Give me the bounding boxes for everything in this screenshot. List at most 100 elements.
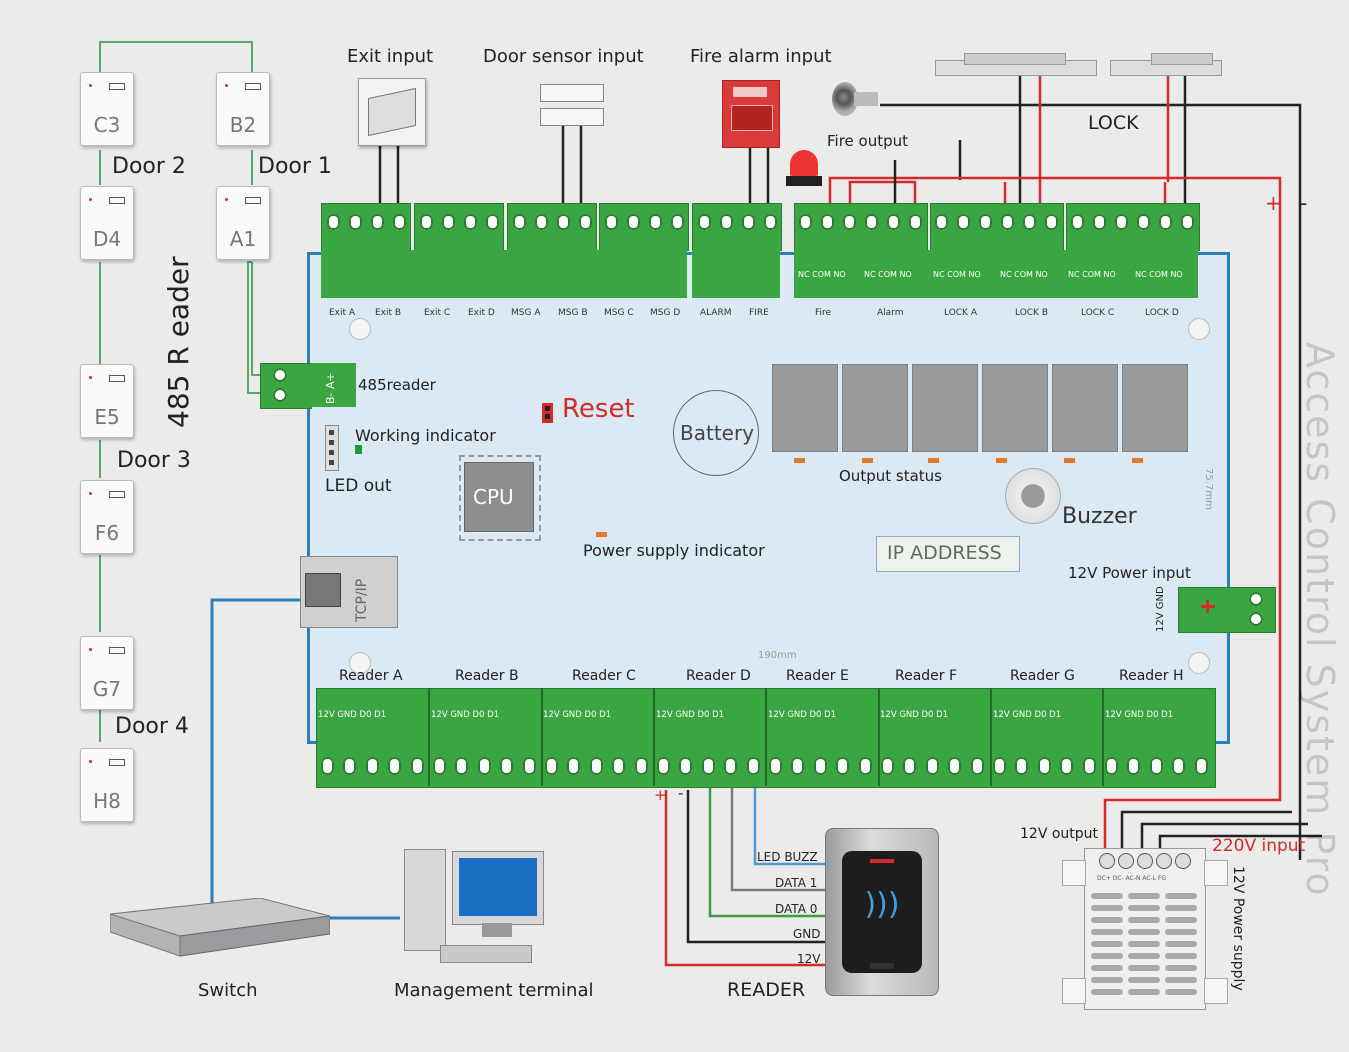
reader-code: C3 xyxy=(93,113,121,137)
reader-code: F6 xyxy=(94,521,120,545)
reset-button-icon xyxy=(542,403,553,423)
reader-code: D4 xyxy=(92,227,122,251)
psu-vent xyxy=(1091,965,1123,971)
psu-vent xyxy=(1128,893,1160,899)
terminal-screw xyxy=(477,757,491,775)
management-terminal-label: Management terminal xyxy=(394,980,594,1001)
top-terminal-body-alarm xyxy=(692,250,780,298)
label-msg-d: MSG D xyxy=(650,308,681,318)
terminal-screw xyxy=(634,757,648,775)
door-2-label: Door 2 xyxy=(112,154,186,179)
ip-address-label: IP ADDRESS xyxy=(887,542,1002,564)
top-terminal-body-relay xyxy=(794,250,1198,298)
reader-h-label: Reader H xyxy=(1119,668,1184,684)
buzzer-icon xyxy=(1005,468,1061,524)
reader-c-label: Reader C xyxy=(572,668,636,684)
terminal-power-input xyxy=(1178,587,1276,633)
label-exit-a: Exit A xyxy=(329,308,356,318)
top-terminal-body-left xyxy=(321,250,687,298)
lock-plus-label: + xyxy=(1265,191,1282,215)
psu-vent xyxy=(1165,929,1197,935)
watermark: Access Control System Pro xyxy=(1298,342,1342,898)
terminal-screw xyxy=(746,757,760,775)
terminal-lock-ab xyxy=(930,203,1064,251)
door-3-label: Door 3 xyxy=(117,448,191,473)
terminal-screw xyxy=(410,757,424,775)
psu-vent xyxy=(1091,941,1123,947)
label-msg-c: MSG C xyxy=(604,308,634,318)
label-exit-b: Exit B xyxy=(375,308,402,318)
psu-vent xyxy=(1091,905,1123,911)
terminal-screw xyxy=(1127,757,1141,775)
output-led-5 xyxy=(1064,458,1075,463)
psu-vent xyxy=(1128,929,1160,935)
terminal-screw xyxy=(343,757,357,775)
reader-b-label: Reader B xyxy=(455,668,519,684)
psu-vent xyxy=(1165,977,1197,983)
relay-pins-lock-c: NC COM NO xyxy=(1068,270,1116,279)
terminal-screw xyxy=(1172,757,1186,775)
rj45-port xyxy=(300,556,398,628)
buzzer-label: Buzzer xyxy=(1062,504,1137,529)
terminal-screw xyxy=(948,757,962,775)
terminal-screw xyxy=(657,757,670,775)
reader-plus-label: + xyxy=(654,786,667,804)
relay-3 xyxy=(912,364,978,452)
reader-c3: C3 xyxy=(80,72,134,146)
terminal-screw xyxy=(1037,757,1051,775)
label-relay-alarm: Alarm xyxy=(877,308,904,318)
psu-vent xyxy=(1165,965,1197,971)
485reader-label: 485reader xyxy=(358,376,436,394)
reader-e-label: Reader E xyxy=(786,668,849,684)
psu-vent xyxy=(1165,941,1197,947)
relay-pins-lock-d: NC COM NO xyxy=(1135,270,1183,279)
psu-screw xyxy=(1118,853,1134,869)
psu-mount-tab xyxy=(1204,860,1228,886)
psu-vents xyxy=(1091,893,1199,1003)
led-out-label: LED out xyxy=(325,476,392,496)
wire-gnd-label: GND xyxy=(793,927,821,941)
fire-siren-icon xyxy=(832,80,882,120)
cpu-label: CPU xyxy=(473,485,514,509)
working-indicator-label: Working indicator xyxy=(355,426,496,445)
terminal-485reader xyxy=(260,363,312,409)
fire-alarm-call-point-icon xyxy=(722,80,780,148)
label-lock-b: LOCK B xyxy=(1015,308,1048,318)
terminal-divider xyxy=(1102,688,1105,786)
terminal-screw xyxy=(522,757,536,775)
terminal-screw xyxy=(769,757,782,775)
reader-code: A1 xyxy=(229,227,257,251)
psu-screw xyxy=(1175,853,1191,869)
terminal-screw xyxy=(1105,757,1118,775)
reader-code: B2 xyxy=(229,113,257,137)
relay-2 xyxy=(842,364,908,452)
exit-button-icon xyxy=(358,78,426,146)
card-reader-icon: ))) xyxy=(825,828,939,996)
reader-h-pins: 12V GND D0 D1 xyxy=(1105,710,1174,720)
terminal-fire-alarm-relay xyxy=(794,203,928,251)
terminal-screw xyxy=(589,757,603,775)
terminal-divider xyxy=(877,688,880,786)
power-supply-indicator-label: Power supply indicator xyxy=(583,541,765,560)
wire-data0-label: DATA 0 xyxy=(775,902,818,916)
psu-mount-tab xyxy=(1062,978,1086,1004)
terminal-screw xyxy=(500,757,514,775)
door-sensor-icon xyxy=(540,84,604,102)
label-relay-fire: Fire xyxy=(815,308,832,318)
power-input-label: 12V Power input xyxy=(1068,564,1191,582)
terminal-screw xyxy=(1194,757,1208,775)
terminal-divider xyxy=(540,688,543,786)
psu-vent xyxy=(1091,953,1123,959)
reader-a1: A1 xyxy=(216,186,270,260)
reader-bus-label: 485 R eader xyxy=(162,256,195,428)
psu-vent xyxy=(1128,941,1160,947)
psu-screw xyxy=(1156,853,1172,869)
reader-g-pins: 12V GND D0 D1 xyxy=(993,710,1062,720)
output-status-label: Output status xyxy=(839,467,942,485)
terminal-msg-ab xyxy=(507,203,597,251)
relay-1 xyxy=(772,364,838,452)
wireless-icon: ))) xyxy=(864,887,900,922)
terminal-screw xyxy=(791,757,805,775)
